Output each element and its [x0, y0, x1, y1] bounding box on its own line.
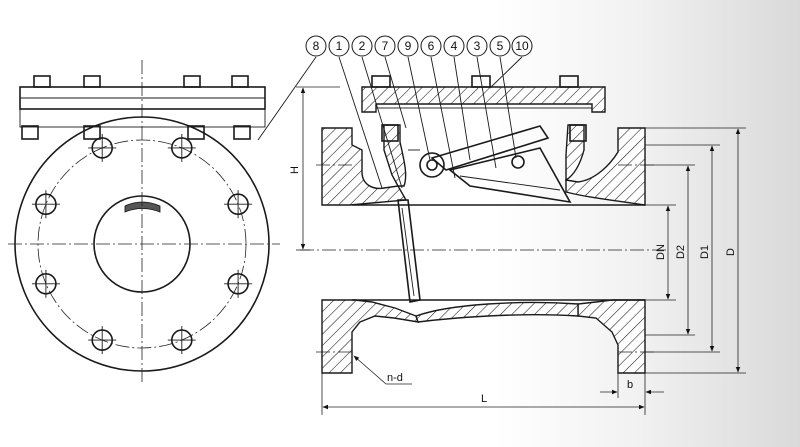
end-view — [8, 56, 317, 385]
balloon-label: 2 — [359, 39, 366, 53]
dim-d2-label: D2 — [675, 245, 687, 259]
body-belly — [415, 301, 579, 323]
part-balloons: 8 1 2 7 9 6 4 3 5 10 — [305, 35, 533, 57]
dimensions: H DN D2 D1 D L b n-d — [289, 86, 746, 415]
balloon-10: 10 — [511, 35, 533, 57]
dim-dn-label: DN — [655, 244, 667, 260]
balloon-label: 10 — [515, 39, 529, 53]
balloon-3: 3 — [466, 35, 488, 57]
balloon-8: 8 — [305, 35, 327, 57]
dim-d1-label: D1 — [699, 245, 711, 259]
dim-d-label: D — [725, 248, 737, 256]
hinge-pin — [419, 152, 445, 178]
disc-nut — [511, 155, 525, 169]
balloon-label: 7 — [382, 39, 389, 53]
dim-b-label: b — [627, 379, 633, 391]
section-view — [300, 56, 668, 374]
cover-bolts-bottom — [21, 125, 251, 140]
balloon-9: 9 — [397, 35, 419, 57]
seat-ring — [397, 199, 421, 303]
balloon-label: 5 — [497, 39, 504, 53]
balloon-leaders — [338, 56, 523, 189]
balloon-label: 8 — [313, 39, 320, 53]
right-flange-lower — [577, 299, 646, 374]
dim-nd-label: n-d — [387, 372, 403, 384]
balloon-5: 5 — [489, 35, 511, 57]
dim-l-label: L — [481, 393, 487, 405]
left-flange-lower — [321, 299, 420, 374]
dim-h-label: H — [289, 166, 301, 174]
left-flange-upper — [321, 127, 408, 206]
balloon-6: 6 — [420, 35, 442, 57]
balloon-label: 1 — [336, 39, 343, 53]
balloon-4: 4 — [443, 35, 465, 57]
balloon-label: 4 — [451, 39, 458, 53]
section-cover-bolts — [371, 75, 587, 142]
balloon-7: 7 — [374, 35, 396, 57]
balloon-label: 3 — [474, 39, 481, 53]
flange-bolt-holes — [31, 133, 253, 355]
balloon-label: 6 — [428, 39, 435, 53]
balloon-2: 2 — [351, 35, 373, 57]
cover-bolts-top — [33, 75, 249, 88]
balloon-1: 1 — [328, 35, 350, 57]
swing-disc — [448, 147, 572, 204]
balloon-label: 9 — [405, 39, 412, 53]
